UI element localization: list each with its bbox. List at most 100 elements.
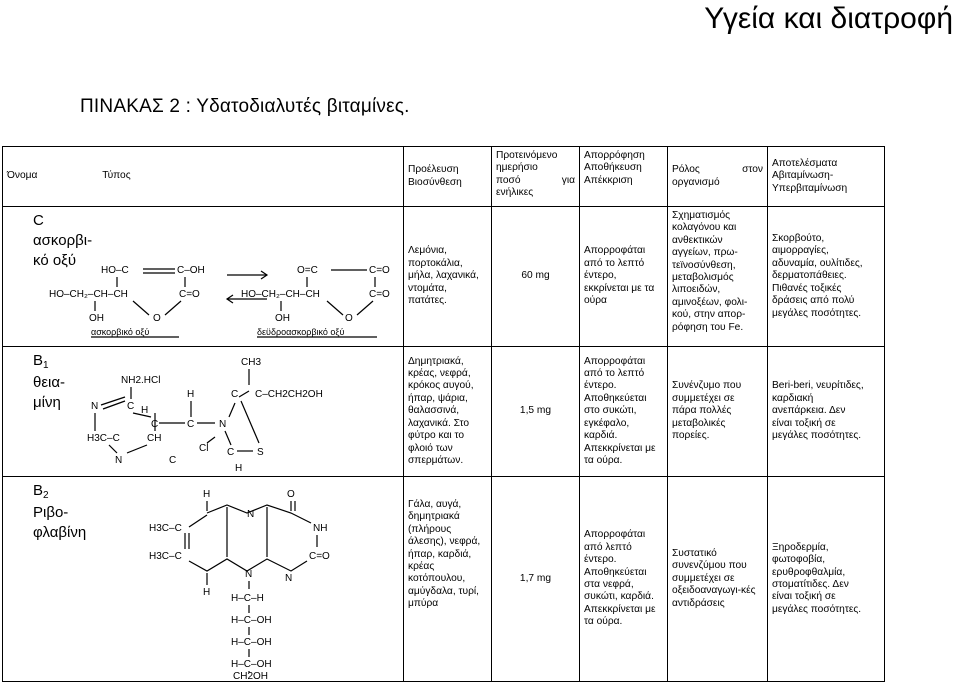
effects-line: καρδιακή: [772, 392, 814, 404]
table-row: C ασκορβι- κό οξύ HO–C C–OH HO–CH₂–CH–CH…: [2, 206, 885, 347]
vitamin-b2-dose: 1,7 mg: [491, 476, 580, 682]
absorption-line: έντερο.: [584, 380, 617, 392]
effects-line: αδυναμία, ουλίτιδες,: [772, 257, 863, 269]
atom-label: O: [287, 489, 295, 500]
absorption-line: εκκρίνεται με τα: [584, 282, 655, 294]
absorption-line: Αποθηκεύεται: [584, 566, 647, 578]
atom-label: H: [141, 405, 148, 416]
absorption-line: τα ούρα.: [584, 616, 623, 628]
source-line: ήπαρ, ψάρια,: [408, 392, 468, 404]
header-effects-line: Υπερβιταμίνωση: [772, 182, 848, 194]
source-line: ήπαρ, καρδιά,: [408, 548, 472, 560]
atom-label: H: [203, 489, 210, 500]
atom-label: H: [187, 389, 194, 400]
header-dose-word: για: [561, 174, 575, 186]
absorption-line: Απεκκρίνεται με: [584, 603, 656, 615]
absorption-line: Αποθηκεύεται: [584, 392, 647, 404]
role-line: Συνένζυμο που: [672, 380, 742, 392]
header-dose: Προτεινόμενο ημερήσιο ποσό για ενήλικες: [491, 146, 580, 207]
role-line: Συστατικό: [672, 547, 717, 559]
atom-label: N: [247, 509, 254, 520]
atom-label: HO–CH₂–CH–CH: [49, 289, 128, 300]
source-line: ντομάτα,: [408, 282, 447, 294]
header-role-line: οργανισμό: [672, 176, 720, 188]
absorption-line: καρδιά.: [584, 430, 618, 442]
atom-label: H3C–C: [87, 433, 120, 444]
atom-label: H3C–C: [149, 523, 182, 534]
vitamin-b2-cell: B2 Ριβο- φλαβίνη H O N H3C–C NH H3C–: [2, 476, 404, 682]
atom-label: CH2OH: [233, 671, 268, 682]
thiamine-structure: CH3 NH2.HCl C–CH2CH2OH N C H C C C N: [87, 357, 323, 474]
absorption-line: Απορροφάται: [584, 245, 646, 257]
slide-title: Υγεία και διατροφή: [704, 2, 953, 35]
header-source-line: Βιοσύνθεση: [408, 176, 462, 188]
source-line: Λεμόνια,: [408, 245, 447, 257]
riboflavin-structure: H O N H3C–C NH H3C–C C=O N N: [149, 489, 330, 682]
header-absorption-line: Απορρόφηση: [584, 150, 645, 161]
effects-line: μεγάλες ποσότητες.: [772, 603, 862, 615]
table-heading: ΠΙΝΑΚΑΣ 2 : Υδατοδιαλυτές βιταμίνες.: [80, 96, 410, 117]
vitamin-name-line: Ριβο-: [33, 504, 69, 521]
vitamin-name-line: θεια-: [33, 374, 66, 391]
atom-label: NH2.HCl: [121, 375, 160, 386]
absorption-line: από το λεπτό: [584, 257, 645, 269]
effects-line: δράσεις από πολύ: [772, 295, 855, 307]
header-source: Προέλευση Βιοσύνθεση: [403, 146, 492, 207]
absorption-line: ούρα: [584, 295, 607, 307]
role-line: πάρα πολλές: [672, 405, 732, 417]
vitamin-name-line: μίνη: [33, 394, 61, 411]
source-line: Γάλα, αυγά,: [408, 499, 462, 510]
header-role: Ρόλος στον οργανισμό: [667, 146, 768, 207]
absorption-line: από το λεπτό: [584, 368, 645, 380]
vitamin-letter: B: [33, 352, 44, 369]
source-line: άλεσης), νεφρά,: [408, 536, 481, 548]
vitamin-c-name: C ασκορβι- κό οξύ: [3, 207, 92, 346]
effects-line: μεγάλες ποσότητες.: [772, 430, 862, 442]
atom-label: H3C–C: [149, 551, 182, 562]
absorption-line: εγκέφαλο,: [584, 417, 630, 429]
effects-line: Beri-beri, νευρίτιδες,: [772, 380, 864, 392]
vitamin-c-absorption: Απορροφάται από το λεπτό έντερο, εκκρίνε…: [579, 206, 668, 347]
role-line: μεταβολισμός: [672, 272, 734, 284]
source-line: μπύρα: [408, 598, 439, 610]
role-line: Σχηματισμός: [672, 210, 731, 221]
absorption-line: Απορροφάται: [584, 529, 646, 541]
atom-label: S: [257, 447, 264, 458]
atom-label: C: [127, 401, 134, 412]
atom-label: O: [345, 313, 353, 324]
role-line: συμμετέχει σε: [672, 572, 735, 584]
atom-label: CH3: [241, 357, 261, 368]
role-line: κολαγόνου και: [672, 222, 737, 234]
header-name: Όνομα: [7, 170, 38, 182]
header-dose-line: ενήλικες: [496, 187, 534, 199]
effects-line: Ξηροδερμία,: [772, 541, 829, 553]
effects-line: είναι τοξική σε: [772, 591, 836, 603]
source-line: λαχανικά. Στο: [408, 417, 470, 429]
role-line: αγγείων, πρω-: [672, 247, 738, 259]
atom-label: N: [91, 401, 98, 412]
vitamin-c-role: Σχηματισμός κολαγόνου και ανθεκτικών αγγ…: [667, 206, 768, 347]
atom-label: OH: [89, 313, 104, 324]
absorption-line: στα νεφρά,: [584, 579, 634, 590]
source-line: κρέας, νεφρά,: [408, 368, 471, 380]
header-dose-line: Προτεινόμενο: [496, 150, 558, 161]
role-line: αντιδράσεις: [672, 597, 725, 609]
vitamins-table: Όνομα Τύπος Προέλευση Βιοσύνθεση Προτειν…: [2, 146, 885, 682]
vitamin-b2-absorption: Απορροφάται από λεπτό έντερο. Αποθηκεύετ…: [579, 476, 668, 682]
atom-label: C=O: [369, 265, 390, 276]
header-absorption-line: Αποθήκευση: [584, 162, 642, 174]
atom-label: Cl: [199, 443, 208, 454]
absorption-line: Απεκκρίνεται με: [584, 442, 656, 454]
role-line: λιποειδών,: [672, 284, 721, 296]
atom-label: C: [231, 389, 238, 400]
vitamin-b1-source: Δημητριακά, κρέας, νεφρά, κρόκος αυγού, …: [403, 346, 492, 477]
absorption-line: έντερο,: [584, 270, 617, 282]
atom-label: H–C–H: [231, 593, 264, 604]
atom-label: H–C–OH: [231, 637, 272, 648]
vitamin-name-line: φλαβίνη: [33, 524, 87, 541]
atom-label: O=C: [297, 265, 318, 276]
role-line: συνενζύμου που: [672, 560, 747, 572]
atom-label: N: [219, 419, 226, 430]
header-effects-line: Αποτελέσματα: [772, 157, 838, 169]
atom-label: C=O: [369, 289, 390, 300]
